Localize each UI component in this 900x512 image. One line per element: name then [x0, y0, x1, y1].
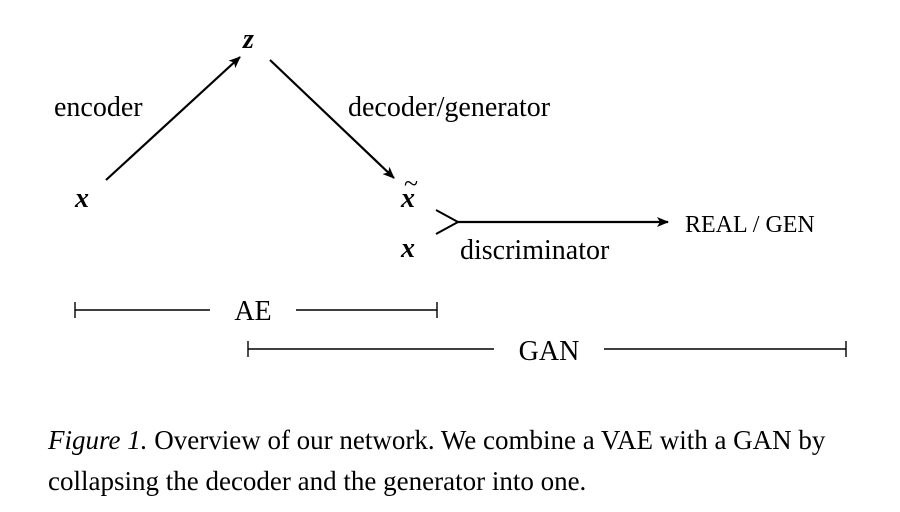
gan-label: GAN: [519, 336, 580, 367]
node-x-tilde: x: [400, 183, 415, 214]
node-x-real: x: [400, 233, 415, 264]
caption-text: Overview of our network. We combine a VA…: [48, 425, 826, 496]
figure-caption: Figure 1. Overview of our network. We co…: [48, 420, 878, 502]
discriminator-label: discriminator: [460, 235, 610, 266]
discriminator-merge: [435, 209, 461, 235]
gan-span: [247, 341, 847, 357]
figure-number: Figure 1.: [48, 425, 148, 455]
decoder-arrow: [269, 59, 395, 179]
encoder-arrow: [105, 56, 241, 181]
ae-span: [74, 302, 438, 318]
encoder-label: encoder: [54, 92, 143, 123]
ae-label: AE: [234, 296, 271, 327]
node-z: z: [242, 24, 254, 55]
tilde-mark: ~: [404, 169, 418, 198]
output-label: REAL / GEN: [685, 212, 815, 238]
decoder-generator-label: decoder/generator: [348, 92, 551, 123]
node-x-input: x: [74, 183, 89, 214]
